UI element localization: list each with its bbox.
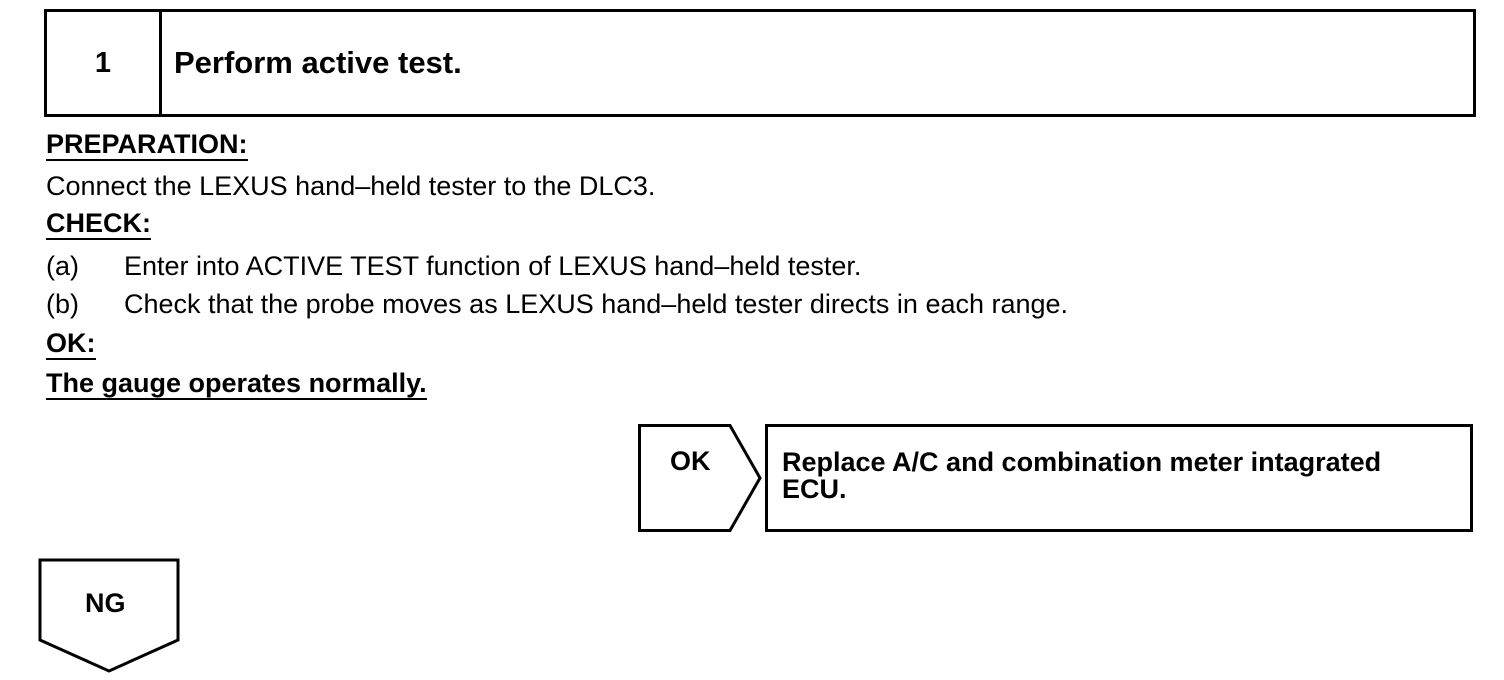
ok-criteria-text: The gauge operates normally. — [46, 368, 427, 400]
ok-result-line-2: ECU. — [782, 474, 847, 504]
ok-result-box: Replace A/C and combination meter intagr… — [765, 424, 1473, 532]
ng-arrow-shape — [38, 558, 180, 673]
preparation-text: Connect the LEXUS hand–held tester to th… — [46, 171, 656, 201]
check-item-label: (b) — [46, 289, 79, 319]
step-number: 1 — [47, 12, 162, 114]
check-item-b: (b) Check that the probe moves as LEXUS h… — [46, 288, 1068, 320]
preparation-heading: PREPARATION: — [46, 129, 248, 161]
check-item-text: Check that the probe moves as LEXUS hand… — [124, 289, 1069, 319]
ng-result-label: NG — [85, 588, 126, 618]
ok-result-label: OK — [670, 446, 711, 476]
ok-arrow-shape — [638, 424, 762, 532]
step-header-box: 1 Perform active test. — [44, 9, 1476, 117]
check-item-text: Enter into ACTIVE TEST function of LEXUS… — [124, 251, 862, 281]
step-title: Perform active test. — [174, 45, 462, 80]
check-item-a: (a) Enter into ACTIVE TEST function of LE… — [46, 250, 861, 282]
ok-heading: OK: — [46, 328, 96, 360]
ok-result-line-1: Replace A/C and combination meter intagr… — [782, 447, 1382, 477]
check-item-label: (a) — [46, 251, 79, 281]
check-heading: CHECK: — [46, 208, 151, 240]
ok-result-text: Replace A/C and combination meter intagr… — [782, 449, 1381, 503]
